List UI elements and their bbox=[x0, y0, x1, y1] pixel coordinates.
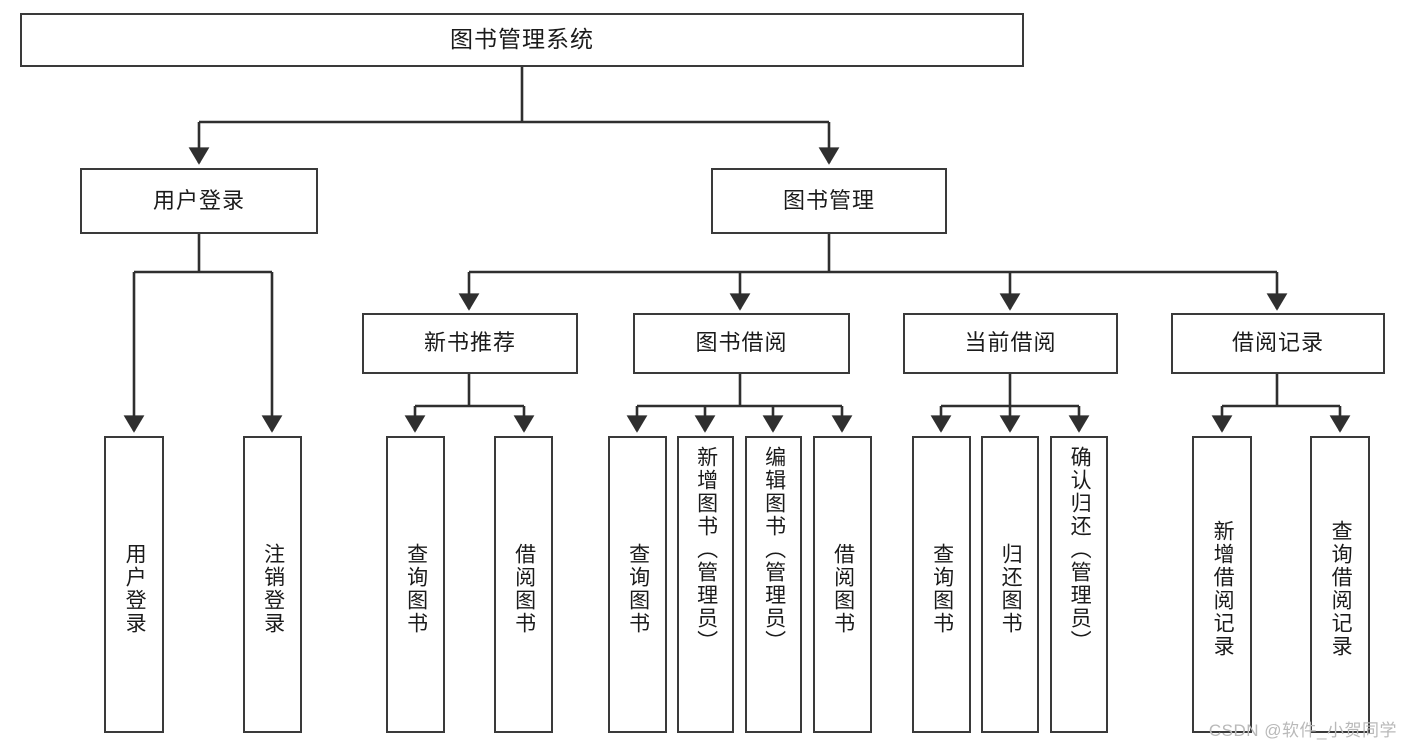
node-label: 借阅图书 bbox=[831, 542, 855, 635]
node-label: 归还图书 bbox=[999, 542, 1023, 635]
node-label: 编辑图书（管理员） bbox=[762, 446, 786, 653]
node-label: 新书推荐 bbox=[423, 330, 516, 356]
node-label: 注销登录 bbox=[261, 542, 285, 635]
node-label: 用户登录 bbox=[123, 542, 147, 635]
leaf-user-login[interactable]: 用户登录 bbox=[104, 436, 164, 733]
leaf-borrow-borrow-book[interactable]: 借阅图书 bbox=[813, 436, 872, 733]
node-label: 当前借阅 bbox=[964, 330, 1057, 356]
node-new-book-recommend[interactable]: 新书推荐 bbox=[362, 313, 578, 374]
leaf-recommend-query-book[interactable]: 查询图书 bbox=[386, 436, 445, 733]
node-label: 图书管理系统 bbox=[450, 26, 594, 53]
leaf-user-logout[interactable]: 注销登录 bbox=[243, 436, 302, 733]
leaf-record-query[interactable]: 查询借阅记录 bbox=[1310, 436, 1370, 733]
leaf-record-add[interactable]: 新增借阅记录 bbox=[1192, 436, 1252, 733]
leaf-recommend-borrow-book[interactable]: 借阅图书 bbox=[494, 436, 553, 733]
node-current-borrow[interactable]: 当前借阅 bbox=[903, 313, 1118, 374]
leaf-current-confirm-return[interactable]: 确认归还（管理员） bbox=[1050, 436, 1108, 733]
node-label: 查询图书 bbox=[930, 542, 954, 635]
node-label: 用户登录 bbox=[152, 187, 245, 213]
leaf-current-return-book[interactable]: 归还图书 bbox=[981, 436, 1039, 733]
leaf-current-query-book[interactable]: 查询图书 bbox=[912, 436, 971, 733]
leaf-borrow-edit-book[interactable]: 编辑图书（管理员） bbox=[745, 436, 802, 733]
leaf-borrow-query-book[interactable]: 查询图书 bbox=[608, 436, 667, 733]
node-root-system[interactable]: 图书管理系统 bbox=[20, 13, 1024, 67]
leaf-borrow-add-book[interactable]: 新增图书（管理员） bbox=[677, 436, 734, 733]
node-label: 借阅记录 bbox=[1231, 330, 1324, 356]
node-borrow-record[interactable]: 借阅记录 bbox=[1171, 313, 1385, 374]
node-label: 图书借阅 bbox=[695, 330, 788, 356]
node-label: 查询图书 bbox=[626, 542, 650, 635]
node-book-borrow[interactable]: 图书借阅 bbox=[633, 313, 850, 374]
node-user-login[interactable]: 用户登录 bbox=[80, 168, 318, 234]
node-label: 查询图书 bbox=[404, 542, 428, 635]
node-book-management[interactable]: 图书管理 bbox=[711, 168, 947, 234]
node-label: 图书管理 bbox=[782, 187, 875, 213]
node-label: 借阅图书 bbox=[512, 542, 536, 635]
node-label: 查询借阅记录 bbox=[1329, 519, 1353, 658]
node-label: 新增借阅记录 bbox=[1211, 519, 1235, 658]
node-label: 确认归还（管理员） bbox=[1068, 446, 1092, 653]
node-label: 新增图书（管理员） bbox=[694, 446, 718, 653]
